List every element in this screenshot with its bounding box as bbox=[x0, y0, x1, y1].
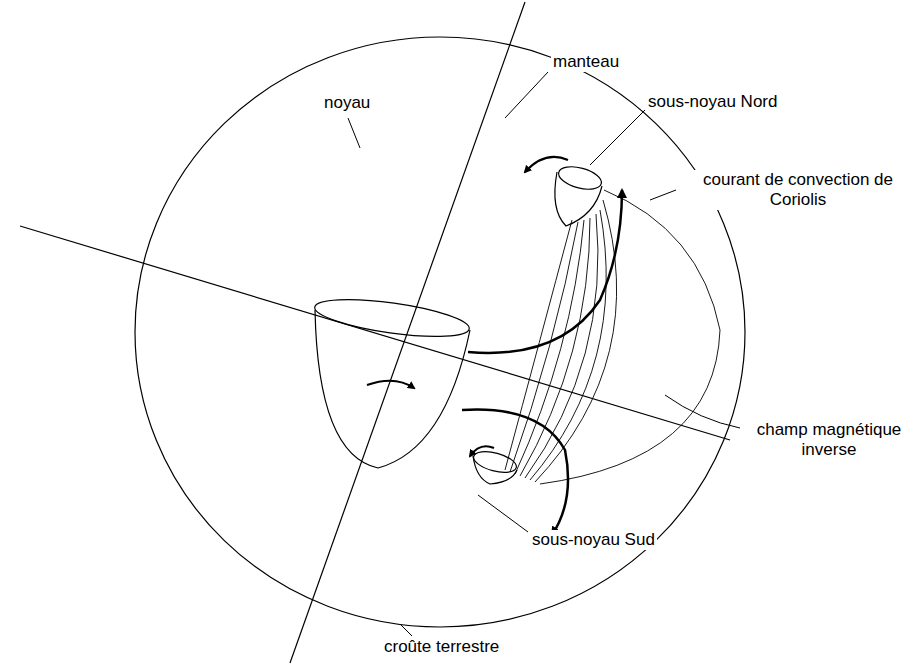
core-rotation-arrow bbox=[367, 381, 414, 388]
core-top bbox=[313, 292, 472, 343]
part-label: champ magnétique inverse bbox=[742, 420, 916, 460]
rotation-axis bbox=[290, 2, 525, 663]
leader-lines bbox=[348, 72, 740, 636]
part-label: manteau bbox=[551, 52, 621, 72]
north-subcore-bowl bbox=[555, 172, 602, 226]
core-bowl bbox=[315, 310, 470, 468]
convection-arrow bbox=[468, 190, 622, 353]
south-subcore-top bbox=[471, 448, 518, 477]
field-lines bbox=[505, 190, 720, 484]
earth-outline bbox=[135, 37, 745, 627]
north-subcore-top bbox=[556, 163, 604, 194]
part-label: croûte terrestre bbox=[382, 637, 501, 657]
part-label: sous-noyau Sud bbox=[530, 530, 657, 550]
part-label: sous-noyau Nord bbox=[646, 92, 779, 112]
part-label: courant de convection de Coriolis bbox=[680, 170, 916, 210]
part-label: noyau bbox=[322, 93, 372, 113]
north-rotation-arrow bbox=[525, 157, 568, 172]
south-rotation-arrow bbox=[470, 446, 494, 456]
convection-arrow bbox=[462, 410, 568, 536]
equator-axis bbox=[20, 226, 730, 440]
